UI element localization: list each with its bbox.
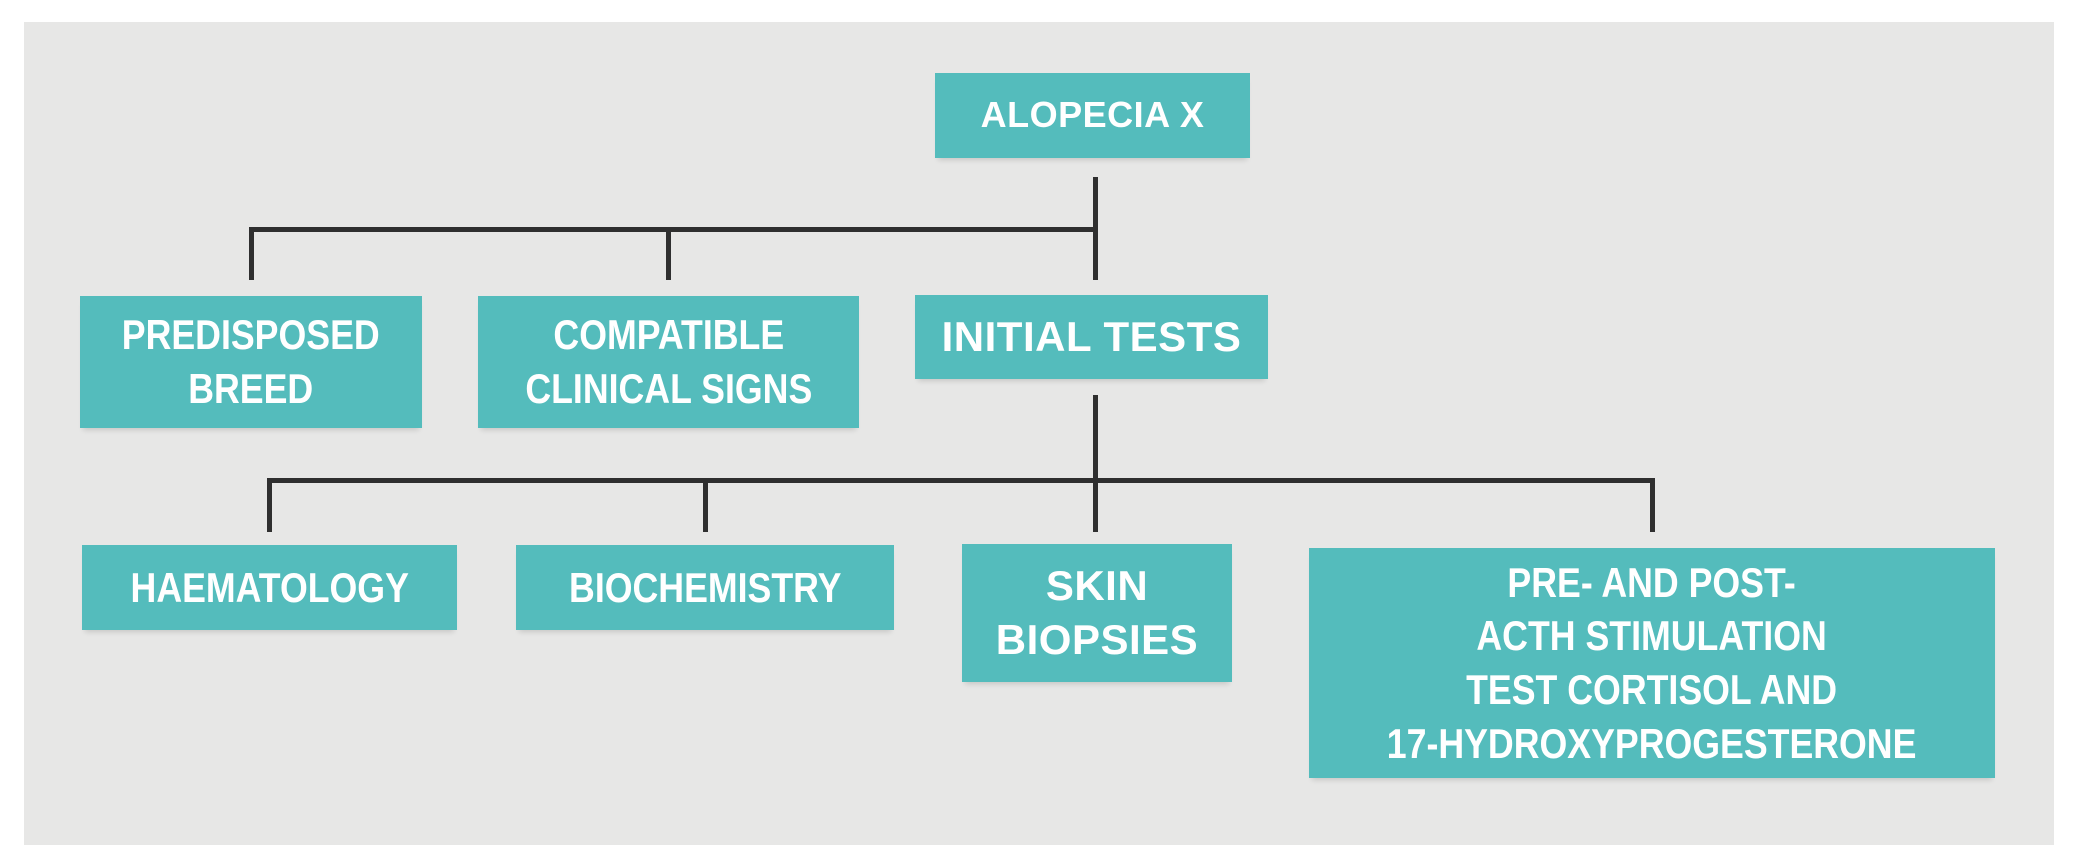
connector-drop-acth-test (1650, 478, 1655, 532)
node-alopecia-x-label: ALOPECIA X (980, 94, 1205, 136)
node-alopecia-x: ALOPECIA X (935, 73, 1250, 158)
connector-drop-predisposed-breed (249, 227, 254, 280)
node-skin-biopsies: SKIN BIOPSIES (962, 544, 1232, 682)
node-acth-stimulation-test: PRE- AND POST- ACTH STIMULATION TEST COR… (1309, 548, 1995, 778)
node-skin-biopsies-label: SKIN BIOPSIES (995, 562, 1199, 663)
node-haematology: HAEMATOLOGY (82, 545, 457, 630)
node-initial-tests: INITIAL TESTS (915, 295, 1268, 379)
connector-drop-haematology (267, 478, 272, 532)
connector-initial-tests-trunk (1093, 395, 1098, 532)
connector-level1-bar (249, 227, 1098, 232)
node-biochemistry: BIOCHEMISTRY (516, 545, 894, 630)
node-initial-tests-label: INITIAL TESTS (941, 313, 1242, 361)
node-predisposed-breed-label: PREDISPOSED BREED (122, 311, 380, 412)
node-acth-stimulation-test-label: PRE- AND POST- ACTH STIMULATION TEST COR… (1387, 558, 1917, 767)
node-haematology-label: HAEMATOLOGY (130, 563, 409, 611)
node-biochemistry-label: BIOCHEMISTRY (568, 563, 842, 611)
connector-drop-compatible-signs (666, 227, 671, 280)
node-predisposed-breed: PREDISPOSED BREED (80, 296, 422, 428)
connector-level2-bar (267, 478, 1655, 483)
node-compatible-clinical-signs-label: COMPATIBLE CLINICAL SIGNS (525, 311, 812, 412)
connector-drop-biochemistry (703, 478, 708, 532)
node-compatible-clinical-signs: COMPATIBLE CLINICAL SIGNS (478, 296, 859, 428)
